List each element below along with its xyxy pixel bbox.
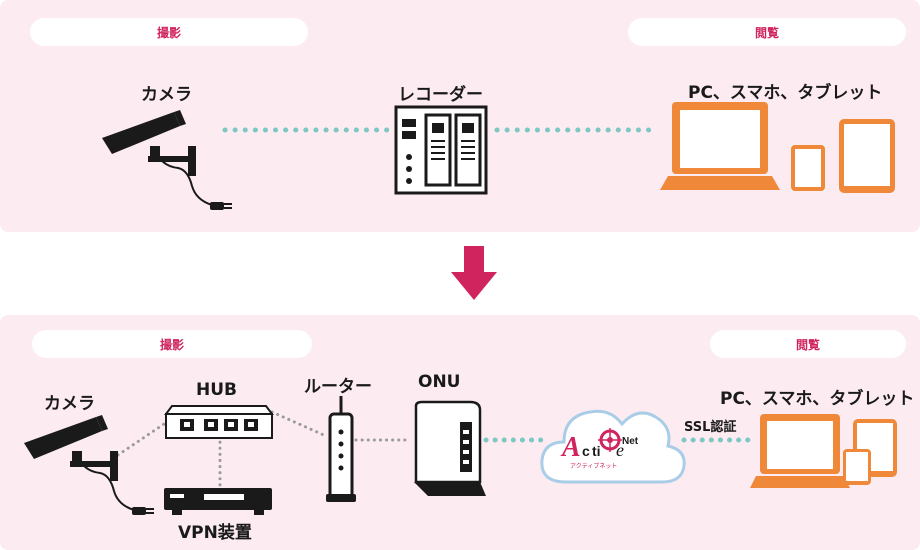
devices-label: PC、スマホ、タブレット (688, 83, 883, 103)
ssl-label: SSL認証 (684, 420, 737, 435)
router-label: ルーター (304, 377, 372, 397)
laptop-icon (660, 102, 780, 190)
view-pill-bottom: 閲覧 (710, 330, 906, 358)
top-connector-dots (222, 127, 661, 133)
vpn-label: VPN装置 (178, 523, 252, 543)
router-icon (326, 396, 356, 502)
onu-icon (414, 400, 486, 496)
view-label: 閲覧 (795, 337, 820, 352)
onu-label: ONU (418, 372, 461, 392)
devices-label: PC、スマホ、タブレット (720, 389, 915, 409)
svg-text:c: c (582, 443, 590, 459)
camera-icon (102, 110, 232, 210)
view-pill-top: 閲覧 (628, 18, 906, 46)
capture-label: 撮影 (156, 25, 181, 40)
capture-pill-top: 撮影 (30, 18, 308, 46)
vpn-device-icon (164, 488, 272, 515)
activenet-logo: A c ti e Net アクティブネット (560, 428, 639, 470)
smartphone-icon (791, 145, 825, 191)
smartphone-icon (843, 449, 871, 485)
hub-label: HUB (196, 380, 237, 400)
camera-label: カメラ (141, 85, 192, 105)
svg-text:Net: Net (622, 436, 639, 447)
tablet-icon (839, 119, 895, 193)
recorder-icon (394, 105, 488, 195)
laptop-icon (750, 414, 850, 488)
svg-text:e: e (616, 440, 624, 460)
view-label: 閲覧 (754, 25, 779, 40)
camera-icon (24, 415, 154, 515)
capture-label: 撮影 (159, 337, 184, 352)
svg-text:A: A (560, 432, 581, 463)
down-arrow-icon (451, 246, 497, 300)
recorder-label: レコーダー (398, 85, 483, 105)
camera-label: カメラ (44, 394, 95, 414)
capture-pill-bottom: 撮影 (32, 330, 312, 358)
svg-text:アクティブネット: アクティブネット (570, 462, 617, 470)
hub-icon (164, 405, 274, 439)
svg-text:ti: ti (592, 443, 601, 459)
